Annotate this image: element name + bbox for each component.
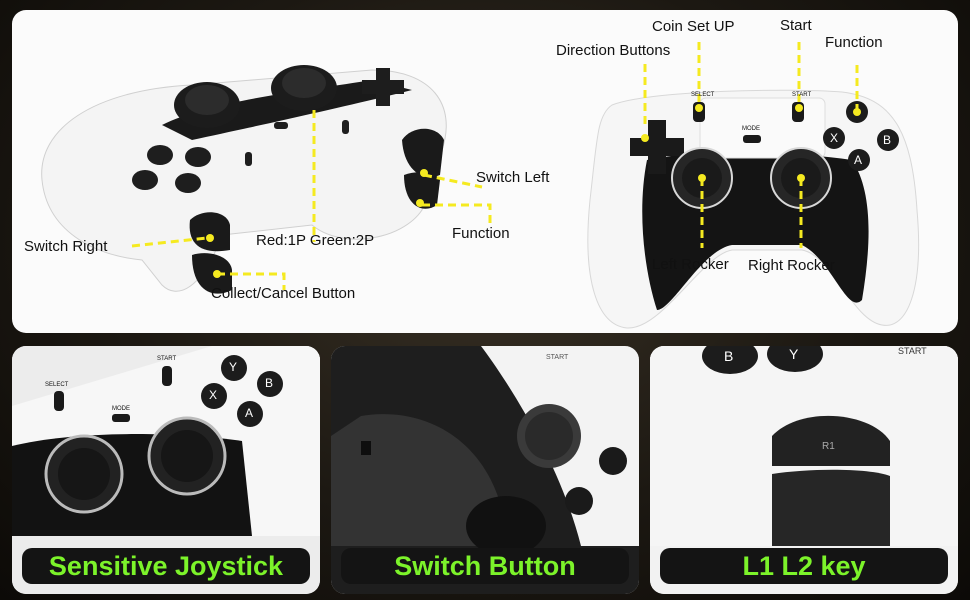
switch-left-label: Switch Left [476, 169, 550, 186]
r1-button-label: R1 [822, 441, 835, 452]
sensitive-joystick-caption: Sensitive Joystick [22, 548, 310, 584]
controller-angled-view [41, 65, 492, 294]
controller-front-view [587, 42, 920, 329]
a-button-label: A [854, 153, 863, 167]
joystick-closeup-image [12, 346, 320, 594]
coin-set-up-label: Coin Set UP [652, 18, 735, 35]
a-button-label: A [245, 406, 254, 420]
select-label: SELECT [45, 382, 69, 388]
y-button-label: Y [789, 346, 799, 362]
right-rocker-label: Right Rocker [748, 257, 835, 274]
start-label: START [546, 354, 569, 361]
mode-label: MODE [742, 126, 760, 132]
direction-buttons-label: Direction Buttons [556, 42, 671, 59]
select-label: SELECT [691, 92, 715, 98]
b-button-label: B [883, 133, 892, 147]
switch-right-label: Switch Right [24, 238, 108, 255]
function-left-label: Function [452, 225, 510, 242]
controller-diagram-panel: SELECT START MODE X B A Direction Button… [12, 10, 958, 333]
switch-button-caption: Switch Button [341, 548, 629, 584]
left-rocker-label: Left Rocker [652, 256, 729, 273]
b-button-label: B [724, 348, 734, 364]
l1-l2-key-panel: START B Y R1 L1 L2 key [650, 346, 958, 594]
switch-button-panel: START Switch Button [331, 346, 639, 594]
start-callout-label: Start [780, 17, 812, 34]
start-label: START [898, 346, 927, 356]
y-button-label: Y [229, 360, 238, 374]
red-green-player-label: Red:1P Green:2P [256, 232, 375, 249]
function-right-label: Function [825, 34, 883, 51]
x-button-label: X [209, 388, 218, 402]
sensitive-joystick-panel: SELECT START MODE Y X B A Sensitive Joys… [12, 346, 320, 594]
l1-l2-key-caption: L1 L2 key [660, 548, 948, 584]
start-label: START [792, 92, 812, 98]
mode-label: MODE [112, 406, 130, 412]
b-button-label: B [265, 376, 274, 390]
collect-cancel-label: Collect/Cancel Button [211, 285, 356, 302]
start-label: START [157, 356, 177, 362]
x-button-label: X [830, 131, 839, 145]
